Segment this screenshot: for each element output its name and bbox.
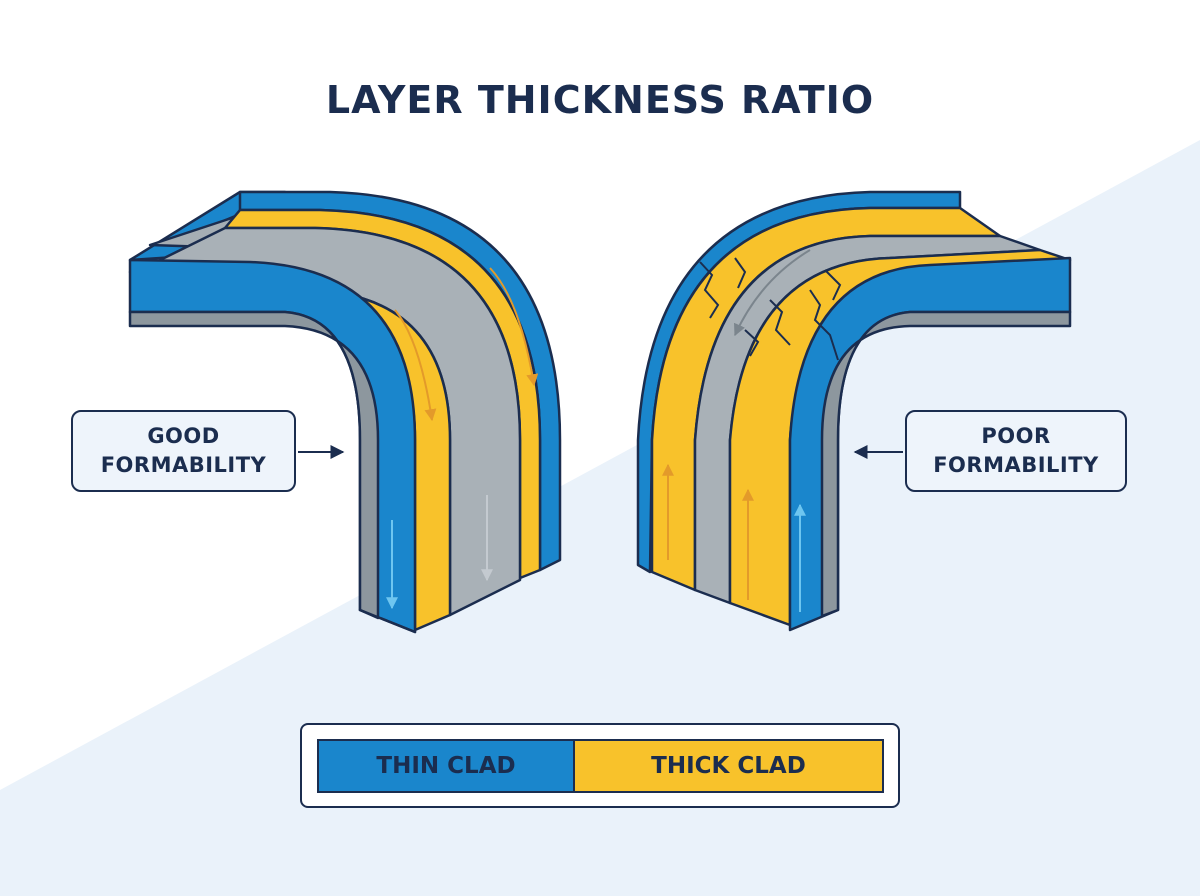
right-bent-sheet (636, 190, 1072, 632)
left-end-face (358, 608, 417, 634)
poor-formability-callout: POOR FORMABILITY (905, 410, 1127, 492)
flow-arrow-icon (734, 249, 811, 337)
right-flow-arrows (662, 249, 811, 612)
legend-thin-clad: THIN CLAD (319, 741, 575, 791)
flow-arrow-icon (489, 267, 539, 387)
left-flow-arrows (386, 267, 539, 610)
callout-line: FORMABILITY (100, 453, 267, 477)
callout-line: FORMABILITY (933, 453, 1099, 477)
page-title: LAYER THICKNESS RATIO (325, 78, 875, 122)
legend-thick-clad: THICK CLAD (575, 741, 882, 791)
legend-bar: THIN CLAD THICK CLAD (317, 739, 884, 793)
crack-icon (699, 257, 842, 361)
right-front-gray-line (820, 310, 1072, 618)
callout-line: GOOD (147, 424, 220, 448)
left-bent-sheet (128, 190, 562, 634)
background-tint (0, 140, 1200, 896)
callout-line: POOR (981, 424, 1051, 448)
good-formability-callout: GOOD FORMABILITY (71, 410, 296, 492)
legend: THIN CLAD THICK CLAD (300, 723, 900, 808)
flow-arrow-icon (394, 309, 437, 422)
